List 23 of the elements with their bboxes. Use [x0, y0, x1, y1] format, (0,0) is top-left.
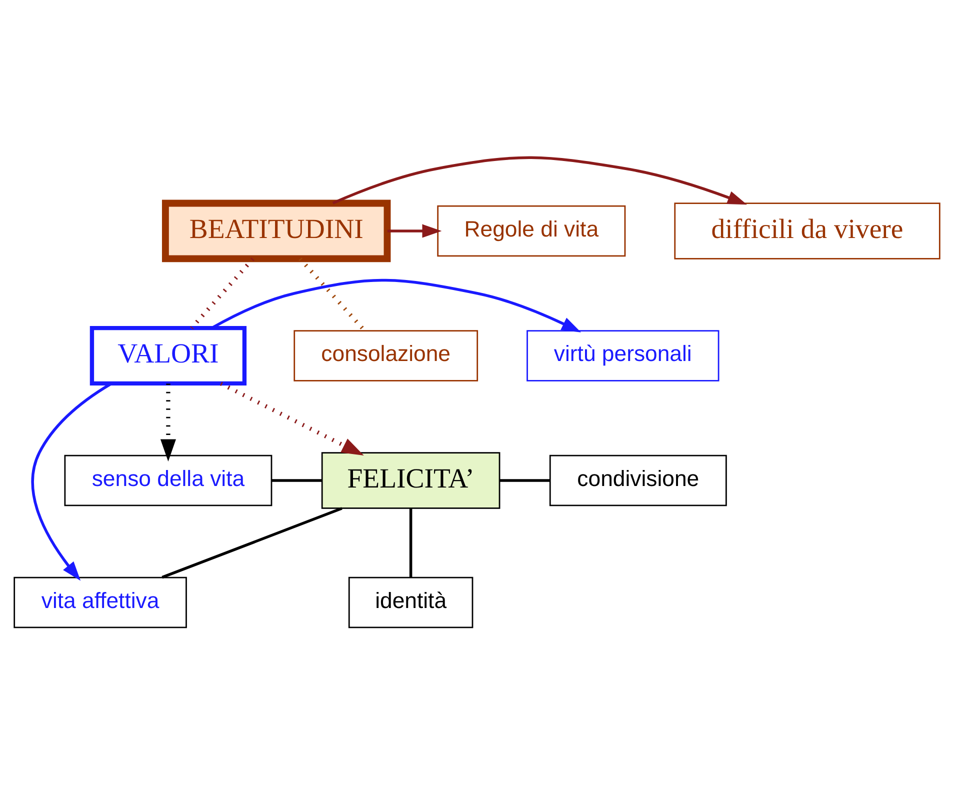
arrow	[387, 224, 442, 238]
connector	[272, 479, 322, 482]
connector	[162, 507, 342, 579]
arrow	[211, 278, 582, 332]
node-box: BEATITUDINI	[162, 200, 391, 262]
node-box: difficili da vivere	[674, 202, 940, 260]
node-box: vita affettiva	[14, 576, 187, 628]
connector	[298, 257, 366, 332]
node-box: FELICITA’	[321, 452, 500, 509]
connector	[500, 479, 550, 482]
connector	[409, 508, 412, 578]
arrow	[31, 382, 112, 581]
node-box: Regole di vita	[437, 205, 626, 257]
connector	[190, 257, 254, 330]
arrow	[160, 384, 176, 462]
node-box: identità	[348, 576, 474, 628]
node-box: consolazione	[294, 330, 478, 382]
node-box: senso della vita	[64, 454, 272, 506]
node-box: condivisione	[549, 454, 727, 506]
arrow	[332, 156, 747, 205]
node-box: VALORI	[90, 326, 247, 386]
node-box: virtù personali	[526, 330, 720, 382]
arrow	[220, 382, 364, 456]
